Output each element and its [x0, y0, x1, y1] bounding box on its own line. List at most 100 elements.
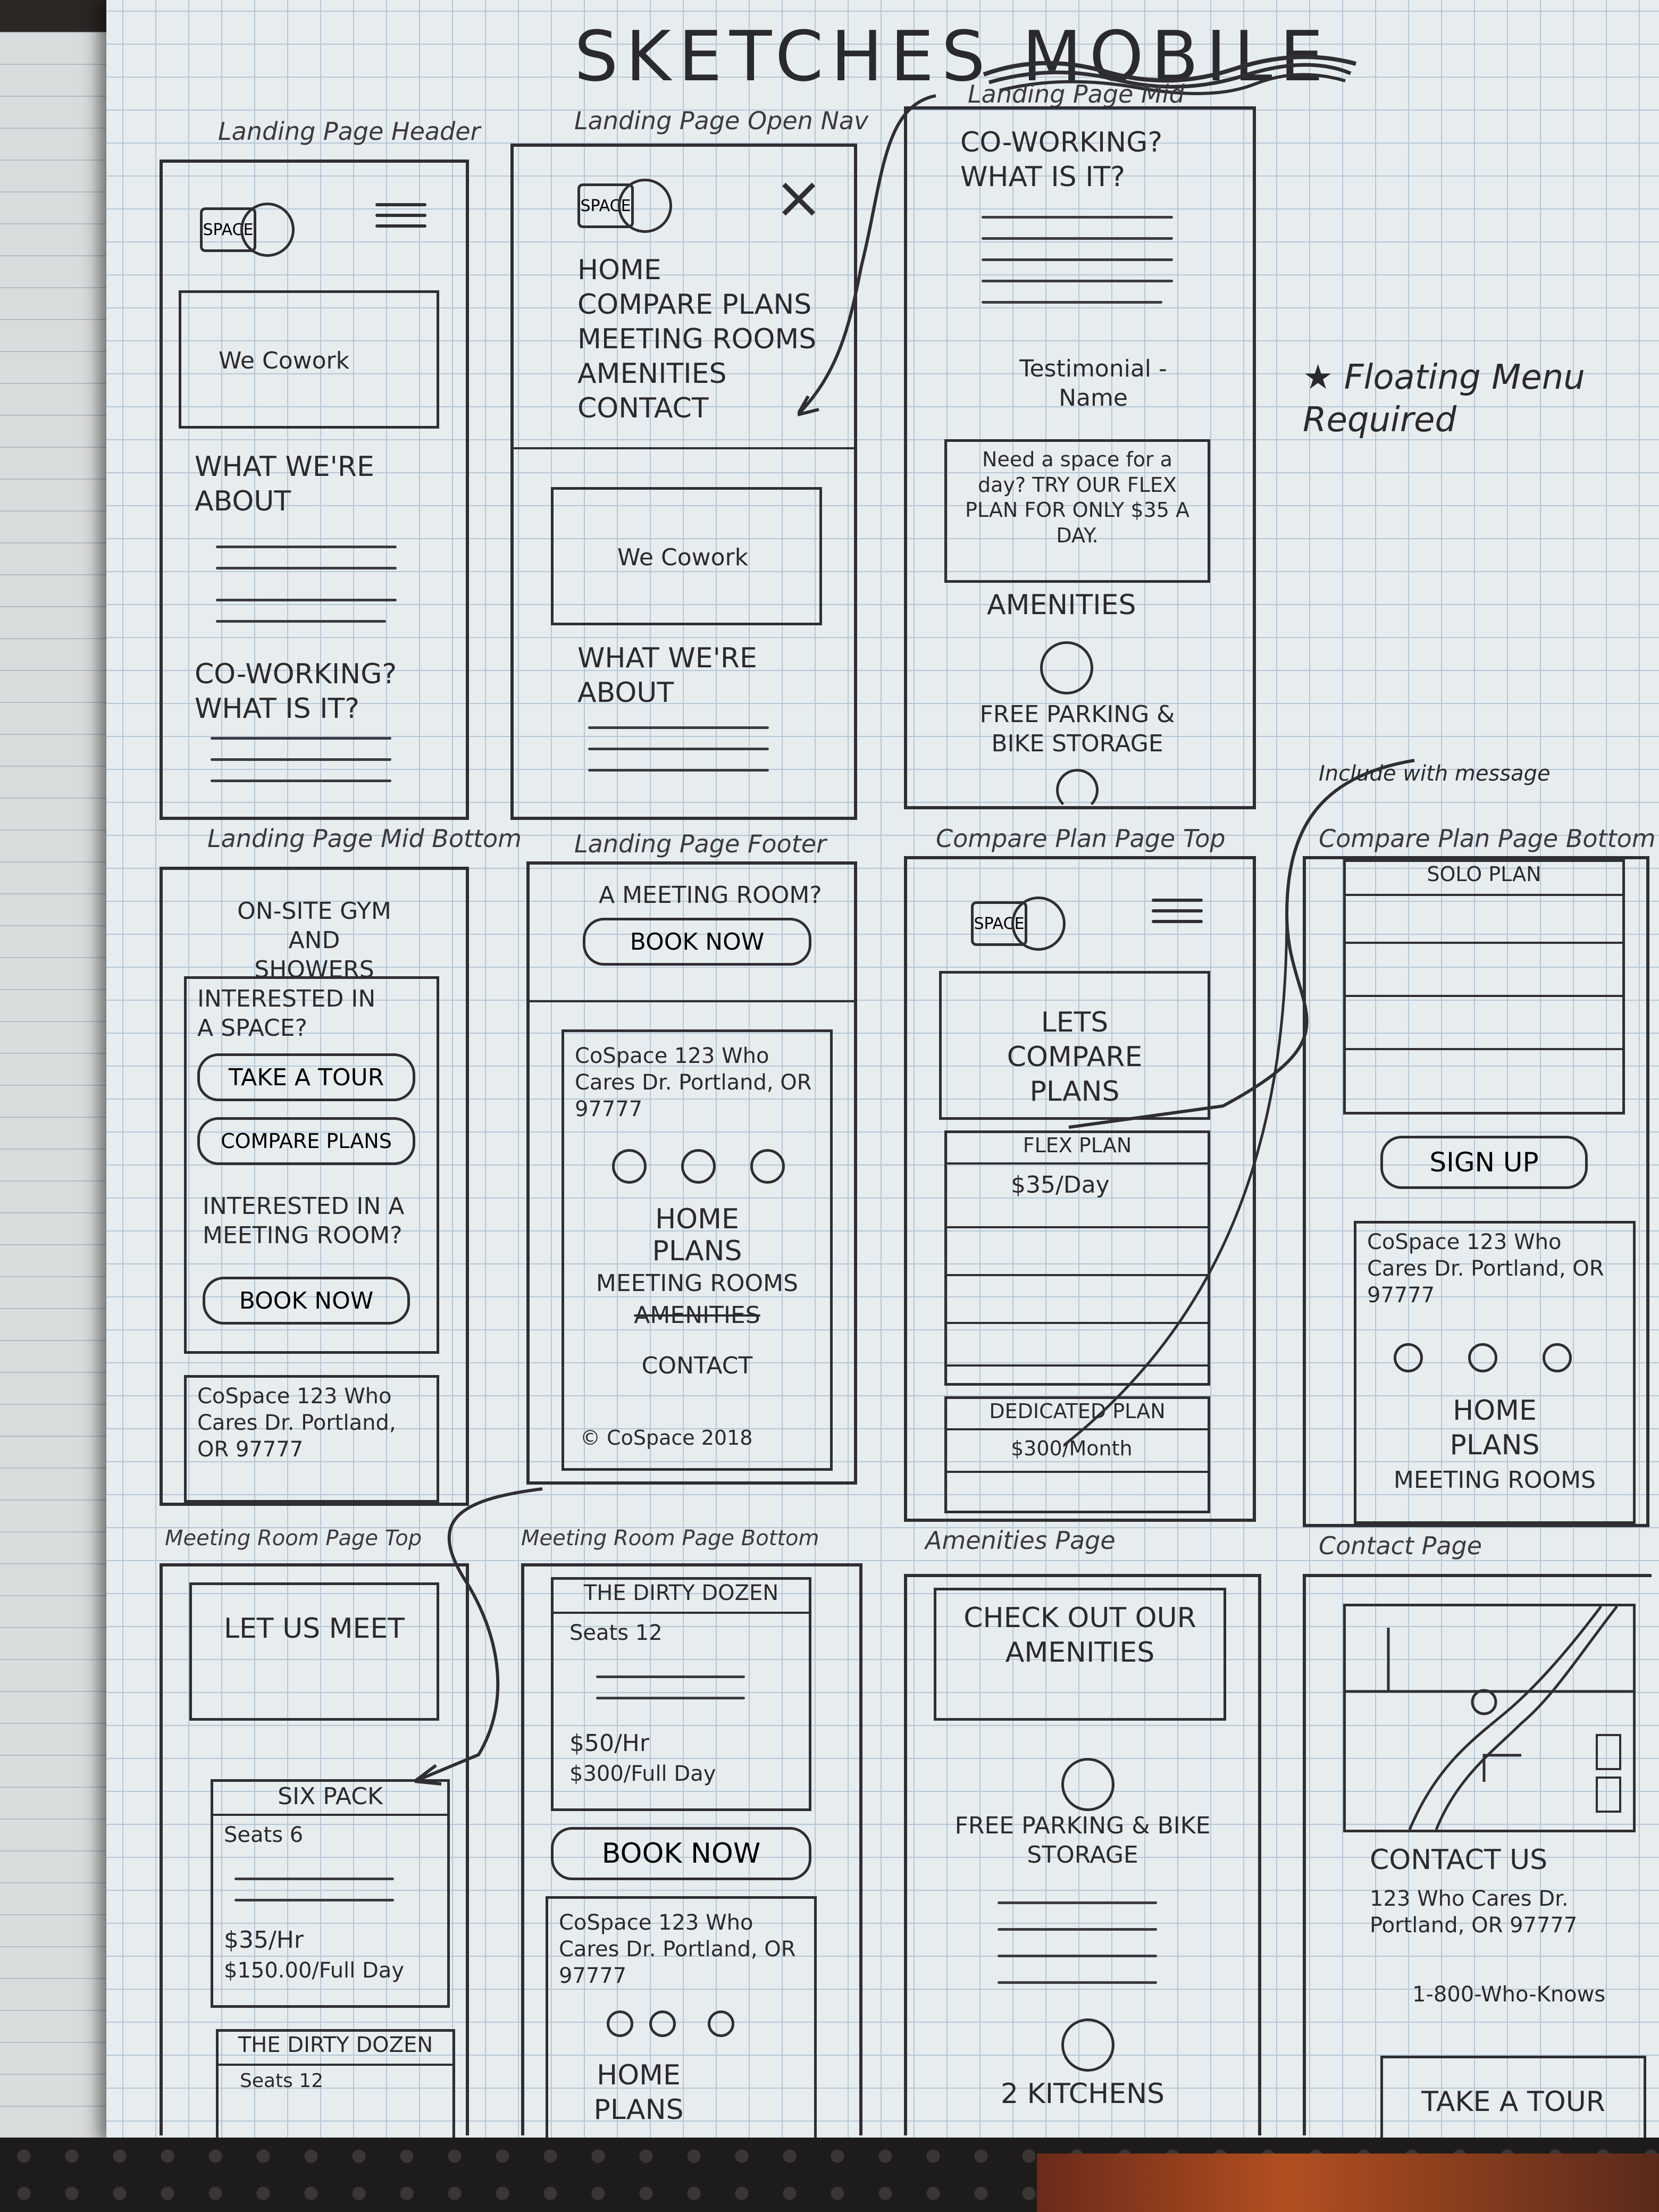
hamburger-menu-icon[interactable]	[1152, 891, 1203, 934]
contact-phone: 1-800-Who-Knows	[1412, 1982, 1606, 2007]
desk-object	[1037, 2154, 1659, 2212]
logo: SPACE	[971, 896, 1066, 951]
logo: SPACE	[200, 203, 295, 257]
social-icon[interactable]	[1468, 1343, 1497, 1372]
social-icon[interactable]	[607, 2010, 633, 2037]
book-now-button[interactable]: BOOK NOW	[583, 918, 811, 966]
social-icon[interactable]	[612, 1149, 647, 1184]
room-card: SIX PACK Seats 6 $35/Hr $150.00/Full Day	[211, 1779, 450, 2008]
nav-item[interactable]: AMENITIES	[577, 358, 727, 390]
nav-item[interactable]: MEETING ROOMS	[577, 323, 817, 355]
footer-nav-item[interactable]: MEETING ROOMS	[1393, 1467, 1596, 1494]
sign-up-button[interactable]: SIGN UP	[1380, 1136, 1588, 1189]
panel-compare-bottom: SOLO PLAN SIGN UP CoSpace 123 Who Cares …	[1303, 856, 1649, 1527]
social-icon[interactable]	[1394, 1343, 1423, 1372]
footer-nav-item[interactable]: HOME	[597, 2059, 681, 2091]
footer-box: CoSpace 123 Who Cares Dr. Portland, OR 9…	[1354, 1221, 1636, 1524]
margin-note: Include with message	[1319, 761, 1551, 786]
panel-open-nav: SPACE × HOME COMPARE PLANS MEETING ROOMS…	[510, 144, 857, 820]
amenity-icon	[1040, 641, 1093, 694]
take-tour-button[interactable]: TAKE A TOUR	[1380, 2056, 1646, 2138]
testimonial: Testimonial - Name	[1019, 355, 1167, 412]
panel-compare-top: SPACE LETS COMPARE PLANS FLEX PLAN $35/D…	[904, 856, 1256, 1522]
panel-mid-bottom: ON-SITE GYM AND SHOWERS INTERESTED IN A …	[160, 867, 469, 1506]
amenity-text: FREE PARKING & BIKE STORAGE	[979, 701, 1175, 757]
panel-footer: A MEETING ROOM? BOOK NOW CoSpace 123 Who…	[526, 861, 857, 1485]
footer-box: CoSpace 123 Who Cares Dr. Portland, OR 9…	[562, 1029, 833, 1471]
footer-nav-item[interactable]: PLANS	[593, 2094, 684, 2126]
take-tour-button[interactable]: TAKE A TOUR	[197, 1053, 415, 1101]
book-now-button[interactable]: BOOK NOW	[203, 1277, 410, 1325]
footer-nav-item[interactable]: CONTACT	[641, 1352, 753, 1379]
copyright: © CoSpace 2018	[580, 1426, 753, 1449]
footer-address: CoSpace 123 Who Cares Dr. Portland, OR 9…	[184, 1375, 439, 1503]
panel-label-amenities: Amenities Page	[925, 1526, 1116, 1555]
hero-box: LET US MEET	[189, 1582, 439, 1721]
heading-coworking: CO-WORKING? WHAT IS IT?	[195, 658, 397, 725]
panel-label-meeting-bottom: Meeting Room Page Bottom	[521, 1526, 819, 1551]
footer-nav-item[interactable]: HOME	[655, 1203, 739, 1235]
footer-nav-item[interactable]: AMENITIES	[634, 1302, 760, 1329]
zoom-in-icon[interactable]	[1596, 1734, 1621, 1770]
contact-heading: CONTACT US	[1370, 1844, 1548, 1876]
panel-label-compare-bottom: Compare Plan Page Bottom	[1319, 824, 1656, 853]
panel-label-mid-bottom: Landing Page Mid Bottom	[207, 824, 522, 853]
room-card: THE DIRTY DOZEN Seats 12	[216, 2029, 455, 2138]
panel-label-meeting-top: Meeting Room Page Top	[165, 1526, 422, 1551]
meeting-room-question: A MEETING ROOM?	[599, 882, 822, 909]
panel-label-footer: Landing Page Footer	[574, 830, 826, 858]
footer-nav-item[interactable]: PLANS	[1449, 1429, 1540, 1461]
panel-landing-mid: CO-WORKING? WHAT IS IT? Testimonial - Na…	[904, 106, 1256, 811]
footer-nav-item[interactable]: HOME	[1453, 1395, 1537, 1427]
panel-meeting-bottom: THE DIRTY DOZEN Seats 12 $50/Hr $300/Ful…	[521, 1563, 862, 2138]
title-scribble	[983, 55, 1357, 95]
panel-meeting-top: LET US MEET SIX PACK Seats 6 $35/Hr $150…	[160, 1563, 469, 2138]
floating-menu-note: ★ Floating Menu Required	[1303, 358, 1585, 440]
book-now-button[interactable]: BOOK NOW	[551, 1827, 811, 1880]
contact-address: 123 Who Cares Dr. Portland, OR 97777	[1370, 1887, 1578, 1938]
logo: SPACE	[577, 179, 672, 233]
panel-label-compare-top: Compare Plan Page Top	[936, 824, 1226, 853]
panel-landing-header: SPACE We Cowork WHAT WE'RE ABOUT CO-WORK…	[160, 160, 469, 820]
social-icon[interactable]	[750, 1149, 785, 1184]
plan-card-dedicated: DEDICATED PLAN $300/Month	[944, 1396, 1210, 1513]
nav-list: HOME COMPARE PLANS MEETING ROOMS AMENITI…	[577, 253, 816, 426]
flow-arrow	[798, 94, 936, 416]
map[interactable]	[1343, 1604, 1636, 1832]
hamburger-menu-icon[interactable]	[375, 196, 426, 238]
star-icon: ★	[1303, 358, 1334, 397]
nav-item[interactable]: CONTACT	[577, 392, 709, 424]
footer-nav-item[interactable]: MEETING ROOMS	[596, 1270, 799, 1297]
social-icon[interactable]	[681, 1149, 716, 1184]
close-icon[interactable]: ×	[774, 163, 824, 231]
previous-page-edge	[0, 32, 117, 2138]
flow-arrow	[1063, 759, 1415, 1447]
hero-box: CHECK OUT OUR AMENITIES	[934, 1588, 1226, 1721]
footer-box: CoSpace 123 Who Cares Dr. Portland, OR 9…	[546, 1896, 817, 2138]
room-card: THE DIRTY DOZEN Seats 12 $50/Hr $300/Ful…	[551, 1577, 811, 1811]
footer-nav-item[interactable]: PLANS	[652, 1235, 742, 1267]
page-title: SKETCHES MOBILE	[574, 16, 1331, 97]
social-icon[interactable]	[708, 2010, 734, 2037]
panel-label-landing-mid: Landing Page Mid	[968, 80, 1185, 108]
nav-item[interactable]: COMPARE PLANS	[577, 289, 812, 321]
nav-item[interactable]: HOME	[577, 254, 661, 286]
plan-card-solo: SOLO PLAN	[1343, 859, 1625, 1115]
notebook-page: SKETCHES MOBILE Landing Page Header SPAC…	[106, 0, 1659, 2143]
panel-label-open-nav: Landing Page Open Nav	[574, 106, 869, 135]
parking-icon	[1061, 1758, 1115, 1811]
social-icon[interactable]	[1543, 1343, 1572, 1372]
cta-box: INTERESTED IN A SPACE? TAKE A TOUR COMPA…	[184, 976, 439, 1354]
zoom-out-icon[interactable]	[1596, 1777, 1621, 1813]
panel-contact: CONTACT US 123 Who Cares Dr. Portland, O…	[1303, 1574, 1652, 2138]
compare-plans-button[interactable]: COMPARE PLANS	[197, 1117, 415, 1165]
promo-box: Need a space for a day? TRY OUR FLEX PLA…	[944, 439, 1210, 583]
kitchen-icon	[1061, 2018, 1115, 2072]
social-icon[interactable]	[649, 2010, 676, 2037]
flow-arrow	[414, 1487, 543, 1786]
heading-coworking: CO-WORKING? WHAT IS IT?	[960, 127, 1163, 193]
panel-label-landing-header: Landing Page Header	[218, 117, 481, 146]
panel-amenities: CHECK OUT OUR AMENITIES FREE PARKING & B…	[904, 1574, 1261, 2135]
amenity-text: FREE PARKING & BIKE STORAGE	[954, 1812, 1211, 1869]
hero-box: We Cowork	[179, 290, 439, 429]
